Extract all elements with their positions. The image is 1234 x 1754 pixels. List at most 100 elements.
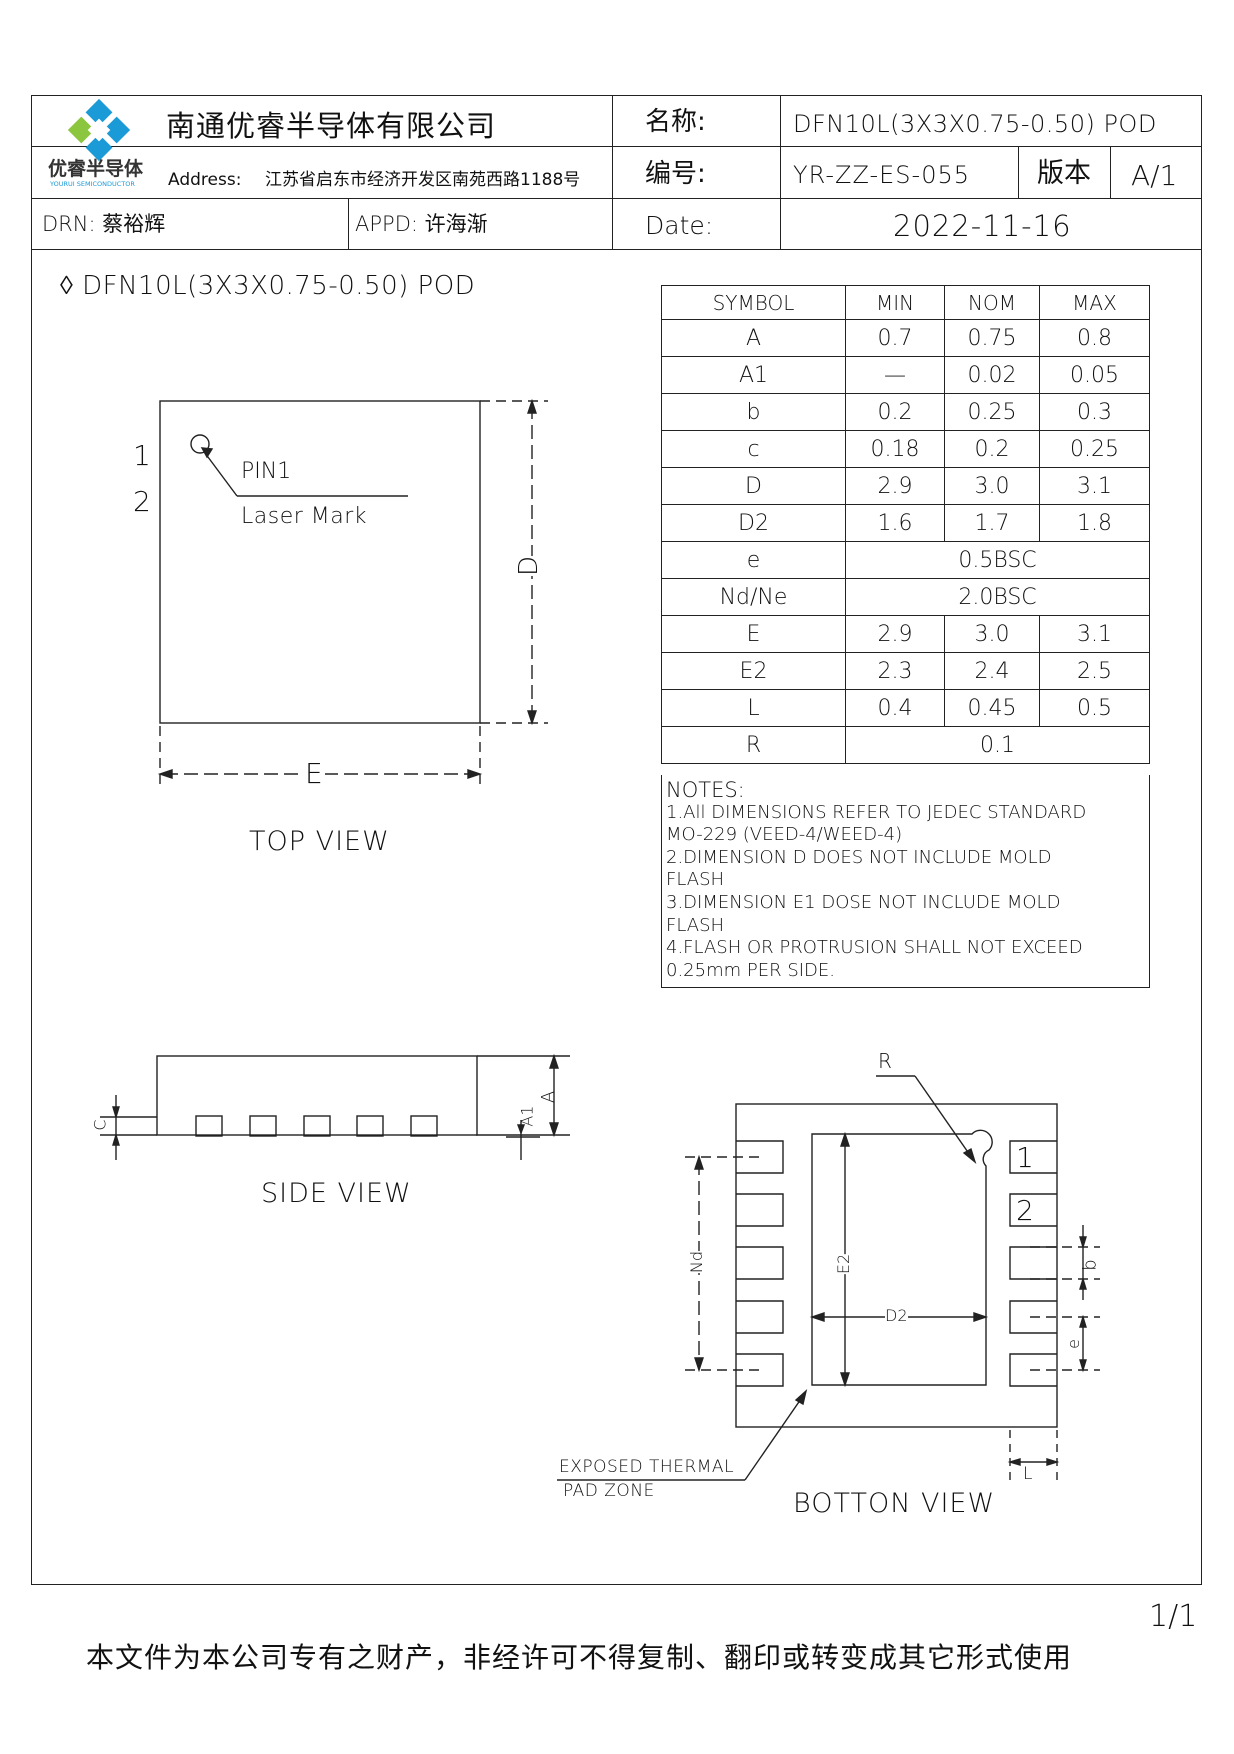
drawing-title: ◊ DFN10L(3X3X0.75-0.50) POD xyxy=(60,271,476,301)
date-value: 2022-11-16 xyxy=(893,209,1072,243)
dim-L-label: L xyxy=(1023,1464,1033,1484)
nom-cell: 3.0 xyxy=(944,615,1040,653)
header-divider-4 xyxy=(1018,146,1019,198)
max-cell: 0.05 xyxy=(1039,356,1150,394)
table-header-cell: NOM xyxy=(944,285,1040,320)
drawn-by: DRN: 蔡裕辉 xyxy=(42,212,166,236)
name-label: 名称: xyxy=(645,107,706,137)
note-line: MO-229 (VEED-4/WEED-4) xyxy=(666,824,903,846)
top-view-title: TOP VIEW xyxy=(249,826,390,857)
max-cell: 0.25 xyxy=(1039,430,1150,468)
pad-2-label: 2 xyxy=(1016,1194,1034,1227)
max-cell: 3.1 xyxy=(1039,615,1150,653)
dim-A-label: A xyxy=(538,1090,560,1104)
notes-block: NOTES:1.All DIMENSIONS REFER TO JEDEC ST… xyxy=(661,775,1150,988)
drawing-frame xyxy=(31,95,1202,1585)
note-line: 4.FLASH OR PROTRUSION SHALL NOT EXCEED xyxy=(666,937,1083,959)
pin1-label: PIN1 xyxy=(241,459,292,484)
symbol-cell: A xyxy=(661,319,846,357)
note-line: 0.25mm PER SIDE. xyxy=(666,959,836,981)
dim-D-label: D xyxy=(514,555,545,577)
dim-b-label: b xyxy=(1079,1259,1101,1271)
logo-text: 优睿半导体 xyxy=(48,158,144,180)
max-cell: 2.5 xyxy=(1039,652,1150,690)
max-cell: 1.8 xyxy=(1039,504,1150,542)
header-divider-2 xyxy=(780,95,781,249)
nom-cell: 0.45 xyxy=(944,689,1040,727)
max-cell: 0.3 xyxy=(1039,393,1150,431)
pad-1-label: 1 xyxy=(1016,1141,1034,1174)
symbol-cell: D2 xyxy=(661,504,846,542)
min-cell: 0.4 xyxy=(845,689,945,727)
page-number: 1/1 xyxy=(1149,1599,1198,1634)
header-divider-3 xyxy=(348,198,349,249)
dim-Nd-label: Nd xyxy=(687,1250,707,1274)
bottom-view-title: BOTTON VIEW xyxy=(793,1488,996,1519)
table-header-cell: SYMBOL xyxy=(661,285,846,320)
nom-cell: 0.2 xyxy=(944,430,1040,468)
exposed-pad-label-1: EXPOSED THERMAL xyxy=(559,1457,735,1477)
pin-2-label: 2 xyxy=(133,485,151,518)
address-value: 江苏省启东市经济开发区南苑西路1188号 xyxy=(265,170,581,190)
note-line: FLASH xyxy=(666,914,725,936)
company-name: 南通优睿半导体有限公司 xyxy=(166,109,497,143)
dim-E-label: E xyxy=(303,757,325,790)
header-line-1 xyxy=(31,146,1202,147)
nom-cell: 2.4 xyxy=(944,652,1040,690)
laser-mark-label: Laser Mark xyxy=(241,504,368,529)
number-label: 编号: xyxy=(645,159,706,189)
value-cell: 0.5BSC xyxy=(845,541,1150,579)
header-line-2 xyxy=(31,198,1202,199)
header-divider-5 xyxy=(1110,146,1111,198)
address-label: Address: xyxy=(168,170,242,190)
dim-A1-label: A1 xyxy=(517,1105,537,1127)
symbol-cell: A1 xyxy=(661,356,846,394)
pin-1-label: 1 xyxy=(133,439,151,472)
nom-cell: 3.0 xyxy=(944,467,1040,505)
nom-cell: 1.7 xyxy=(944,504,1040,542)
min-cell: 1.6 xyxy=(845,504,945,542)
note-line: 1.All DIMENSIONS REFER TO JEDEC STANDARD xyxy=(666,801,1087,823)
version-label: 版本 xyxy=(1037,158,1091,189)
nom-cell: 0.02 xyxy=(944,356,1040,394)
note-line: FLASH xyxy=(666,869,725,891)
logo-subtext: YOURUI SEMICONDUCTOR xyxy=(50,180,135,188)
note-line: 2.DIMENSION D DOES NOT INCLUDE MOLD xyxy=(666,846,1052,868)
side-view-title: SIDE VIEW xyxy=(261,1178,412,1209)
min-cell: 0.2 xyxy=(845,393,945,431)
value-cell: 2.0BSC xyxy=(845,578,1150,616)
min-cell: 2.9 xyxy=(845,467,945,505)
min-cell: 0.18 xyxy=(845,430,945,468)
date-label: Date: xyxy=(645,211,714,240)
number-value: YR-ZZ-ES-055 xyxy=(793,161,971,189)
notes-heading: NOTES: xyxy=(666,778,745,802)
symbol-cell: L xyxy=(661,689,846,727)
table-header-cell: MAX xyxy=(1039,285,1150,320)
version-value: A/1 xyxy=(1131,159,1178,192)
min-cell: 2.9 xyxy=(845,615,945,653)
confidentiality-footer: 本文件为本公司专有之财产，非经许可不得复制、翻印或转变成其它形式使用 xyxy=(86,1641,1073,1674)
table-header-cell: MIN xyxy=(845,285,945,320)
min-cell: 0.7 xyxy=(845,319,945,357)
max-cell: 0.8 xyxy=(1039,319,1150,357)
nom-cell: 0.75 xyxy=(944,319,1040,357)
max-cell: 3.1 xyxy=(1039,467,1150,505)
symbol-cell: e xyxy=(661,541,846,579)
dim-D2-label: D2 xyxy=(885,1306,908,1325)
dim-C-label: C xyxy=(90,1119,110,1131)
nom-cell: 0.25 xyxy=(944,393,1040,431)
dim-e-label: e xyxy=(1063,1339,1083,1349)
note-line: 3.DIMENSION E1 DOSE NOT INCLUDE MOLD xyxy=(666,891,1061,913)
exposed-pad-label-2: PAD ZONE xyxy=(563,1481,655,1501)
